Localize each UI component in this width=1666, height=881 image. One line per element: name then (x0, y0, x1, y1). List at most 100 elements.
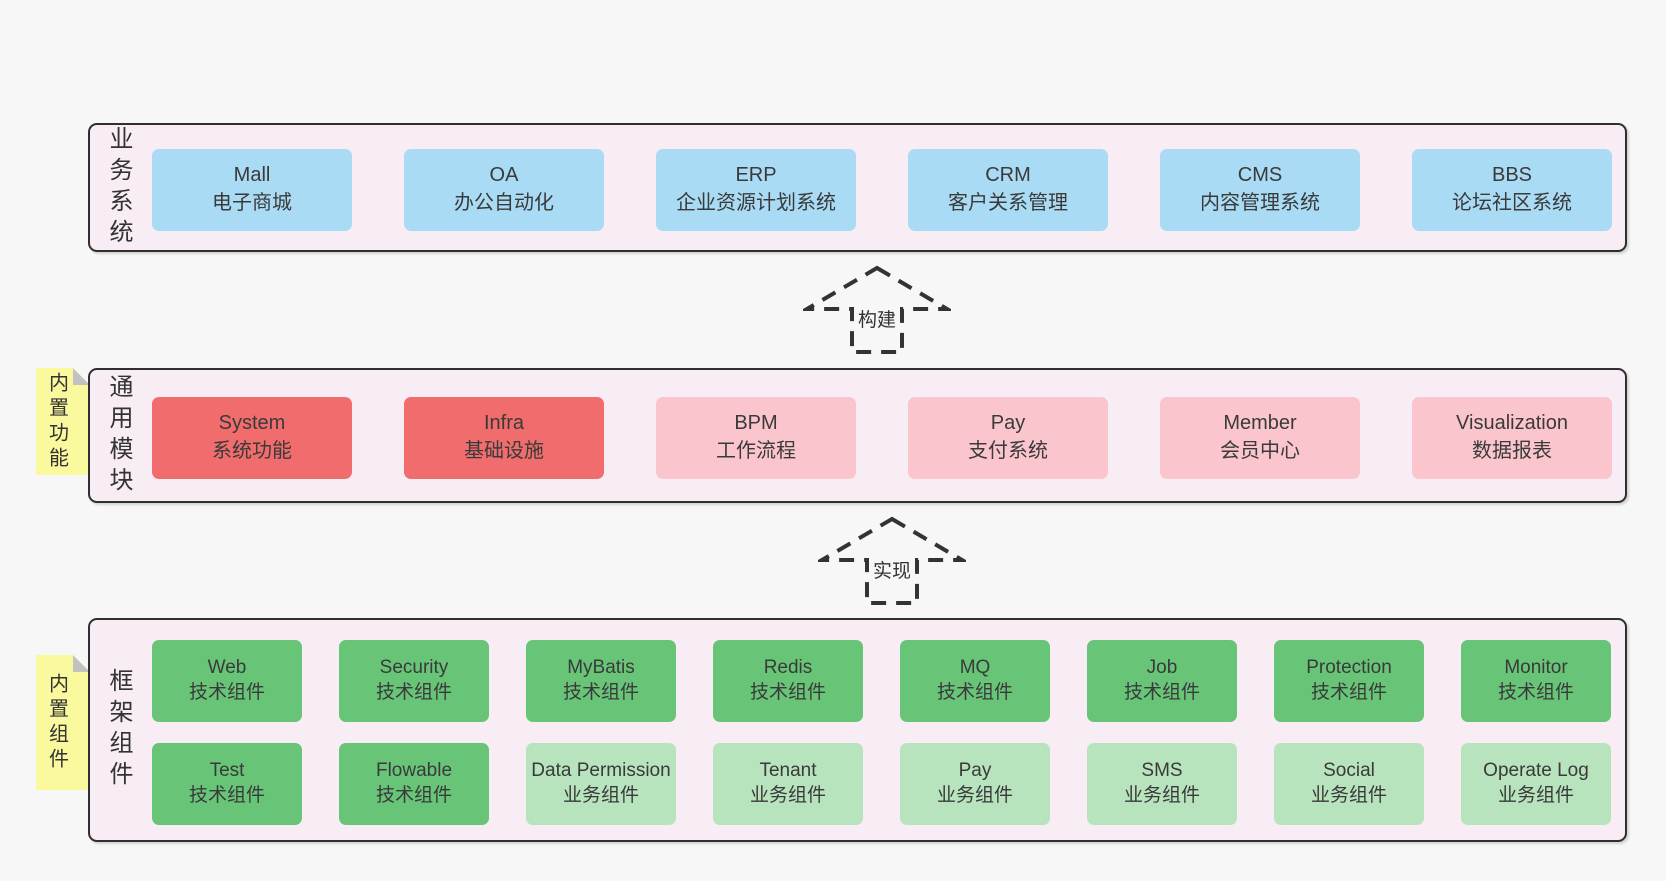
box-mall: Mall 电子商城 (152, 149, 352, 231)
implement-arrow-label: 实现 (869, 555, 915, 584)
box-title: CMS (1237, 164, 1283, 187)
build-arrow: 构建 (803, 264, 951, 356)
section-label-common: 通用模块 (105, 373, 132, 498)
box-sms: SMS 业务组件 (1087, 743, 1237, 825)
section-label-framework: 框架组件 (105, 668, 132, 792)
box-pay-component: Pay 业务组件 (900, 743, 1050, 825)
box-title: Security (379, 657, 449, 679)
section-framework-components: 框架组件 Web 技术组件 Security 技术组件 MyBatis 技术组件… (88, 618, 1627, 842)
box-visualization: Visualization 数据报表 (1412, 397, 1612, 479)
box-title: Redis (763, 657, 813, 679)
box-subtitle: 系统功能 (212, 440, 292, 462)
box-title: Test (209, 760, 245, 782)
box-title: Protection (1306, 657, 1392, 679)
box-subtitle: 内容管理系统 (1200, 192, 1320, 214)
box-title: BBS (1491, 164, 1533, 187)
box-subtitle: 支付系统 (968, 440, 1048, 462)
box-subtitle: 技术组件 (188, 785, 265, 806)
box-subtitle: 客户关系管理 (948, 192, 1068, 214)
box-title: Data Permission (531, 760, 671, 782)
box-bbs: BBS 论坛社区系统 (1412, 149, 1612, 231)
dashed-up-arrow-icon (803, 265, 951, 354)
box-subtitle: 数据报表 (1472, 440, 1552, 462)
box-title: MyBatis (567, 657, 635, 679)
box-subtitle: 论坛社区系统 (1452, 192, 1572, 214)
box-redis: Redis 技术组件 (713, 640, 863, 722)
box-member: Member 会员中心 (1160, 397, 1360, 479)
box-data-permission: Data Permission 业务组件 (526, 743, 676, 825)
box-subtitle: 技术组件 (749, 682, 826, 703)
box-title: Job (1146, 657, 1178, 679)
box-subtitle: 技术组件 (936, 682, 1013, 703)
box-subtitle: 工作流程 (716, 440, 796, 462)
box-title: Member (1223, 412, 1297, 435)
box-social: Social 业务组件 (1274, 743, 1424, 825)
box-flowable: Flowable 技术组件 (339, 743, 489, 825)
box-title: OA (489, 164, 519, 187)
box-subtitle: 业务组件 (749, 785, 826, 806)
section-common-modules: 通用模块 System 系统功能 Infra 基础设施 BPM 工作流程 Pay… (88, 368, 1627, 503)
sticky-tag-builtin-features: 内置功能 (36, 368, 90, 475)
box-subtitle: 业务组件 (936, 785, 1013, 806)
box-title: SMS (1141, 760, 1183, 782)
box-bpm: BPM 工作流程 (656, 397, 856, 479)
box-subtitle: 技术组件 (562, 682, 639, 703)
business-box-row: Mall 电子商城 OA 办公自动化 ERP 企业资源计划系统 CRM 客户关系… (152, 149, 1612, 231)
box-system: System 系统功能 (152, 397, 352, 479)
box-title: System (218, 412, 286, 435)
sticky-tag-label: 内置功能 (45, 371, 68, 472)
box-title: Web (207, 657, 247, 679)
box-mybatis: MyBatis 技术组件 (526, 640, 676, 722)
box-title: Pay (990, 412, 1026, 435)
box-subtitle: 会员中心 (1220, 440, 1300, 462)
box-title: Tenant (759, 760, 817, 782)
box-title: Infra (483, 412, 525, 435)
box-subtitle: 技术组件 (188, 682, 265, 703)
box-monitor: Monitor 技术组件 (1461, 640, 1611, 722)
box-title: MQ (959, 657, 991, 679)
box-subtitle: 企业资源计划系统 (676, 192, 836, 214)
dashed-up-arrow-icon (818, 516, 966, 605)
box-subtitle: 技术组件 (1123, 682, 1200, 703)
box-title: Mall (233, 164, 271, 187)
box-title: Visualization (1456, 412, 1568, 435)
sticky-tag-label: 内置组件 (45, 672, 68, 773)
box-title: Monitor (1504, 657, 1568, 679)
box-subtitle: 业务组件 (562, 785, 639, 806)
common-box-row: System 系统功能 Infra 基础设施 BPM 工作流程 Pay 支付系统… (152, 397, 1612, 479)
framework-box-row-2: Test 技术组件 Flowable 技术组件 Data Permission … (152, 743, 1611, 825)
box-title: CRM (985, 164, 1031, 187)
box-subtitle: 基础设施 (464, 440, 544, 462)
section-label-business: 业务系统 (105, 125, 132, 250)
box-subtitle: 技术组件 (375, 682, 452, 703)
box-erp: ERP 企业资源计划系统 (656, 149, 856, 231)
box-web: Web 技术组件 (152, 640, 302, 722)
box-subtitle: 技术组件 (1497, 682, 1574, 703)
box-oa: OA 办公自动化 (404, 149, 604, 231)
box-cms: CMS 内容管理系统 (1160, 149, 1360, 231)
box-protection: Protection 技术组件 (1274, 640, 1424, 722)
box-title: Flowable (375, 760, 453, 782)
box-subtitle: 办公自动化 (454, 192, 554, 214)
box-mq: MQ 技术组件 (900, 640, 1050, 722)
box-job: Job 技术组件 (1087, 640, 1237, 722)
box-security: Security 技术组件 (339, 640, 489, 722)
box-title: BPM (734, 412, 778, 435)
implement-arrow: 实现 (818, 515, 966, 607)
box-operate-log: Operate Log 业务组件 (1461, 743, 1611, 825)
box-title: Operate Log (1483, 760, 1589, 782)
box-title: Pay (958, 760, 992, 782)
sticky-tag-builtin-components: 内置组件 (36, 655, 90, 790)
box-title: ERP (735, 164, 777, 187)
box-subtitle: 电子商城 (212, 192, 292, 214)
box-subtitle: 技术组件 (375, 785, 452, 806)
box-title: Social (1323, 760, 1375, 782)
box-tenant: Tenant 业务组件 (713, 743, 863, 825)
framework-box-row-1: Web 技术组件 Security 技术组件 MyBatis 技术组件 Redi… (152, 640, 1611, 722)
section-business-systems: 业务系统 Mall 电子商城 OA 办公自动化 ERP 企业资源计划系统 CRM… (88, 123, 1627, 252)
box-subtitle: 业务组件 (1497, 785, 1574, 806)
box-subtitle: 技术组件 (1310, 682, 1387, 703)
box-infra: Infra 基础设施 (404, 397, 604, 479)
box-subtitle: 业务组件 (1310, 785, 1387, 806)
